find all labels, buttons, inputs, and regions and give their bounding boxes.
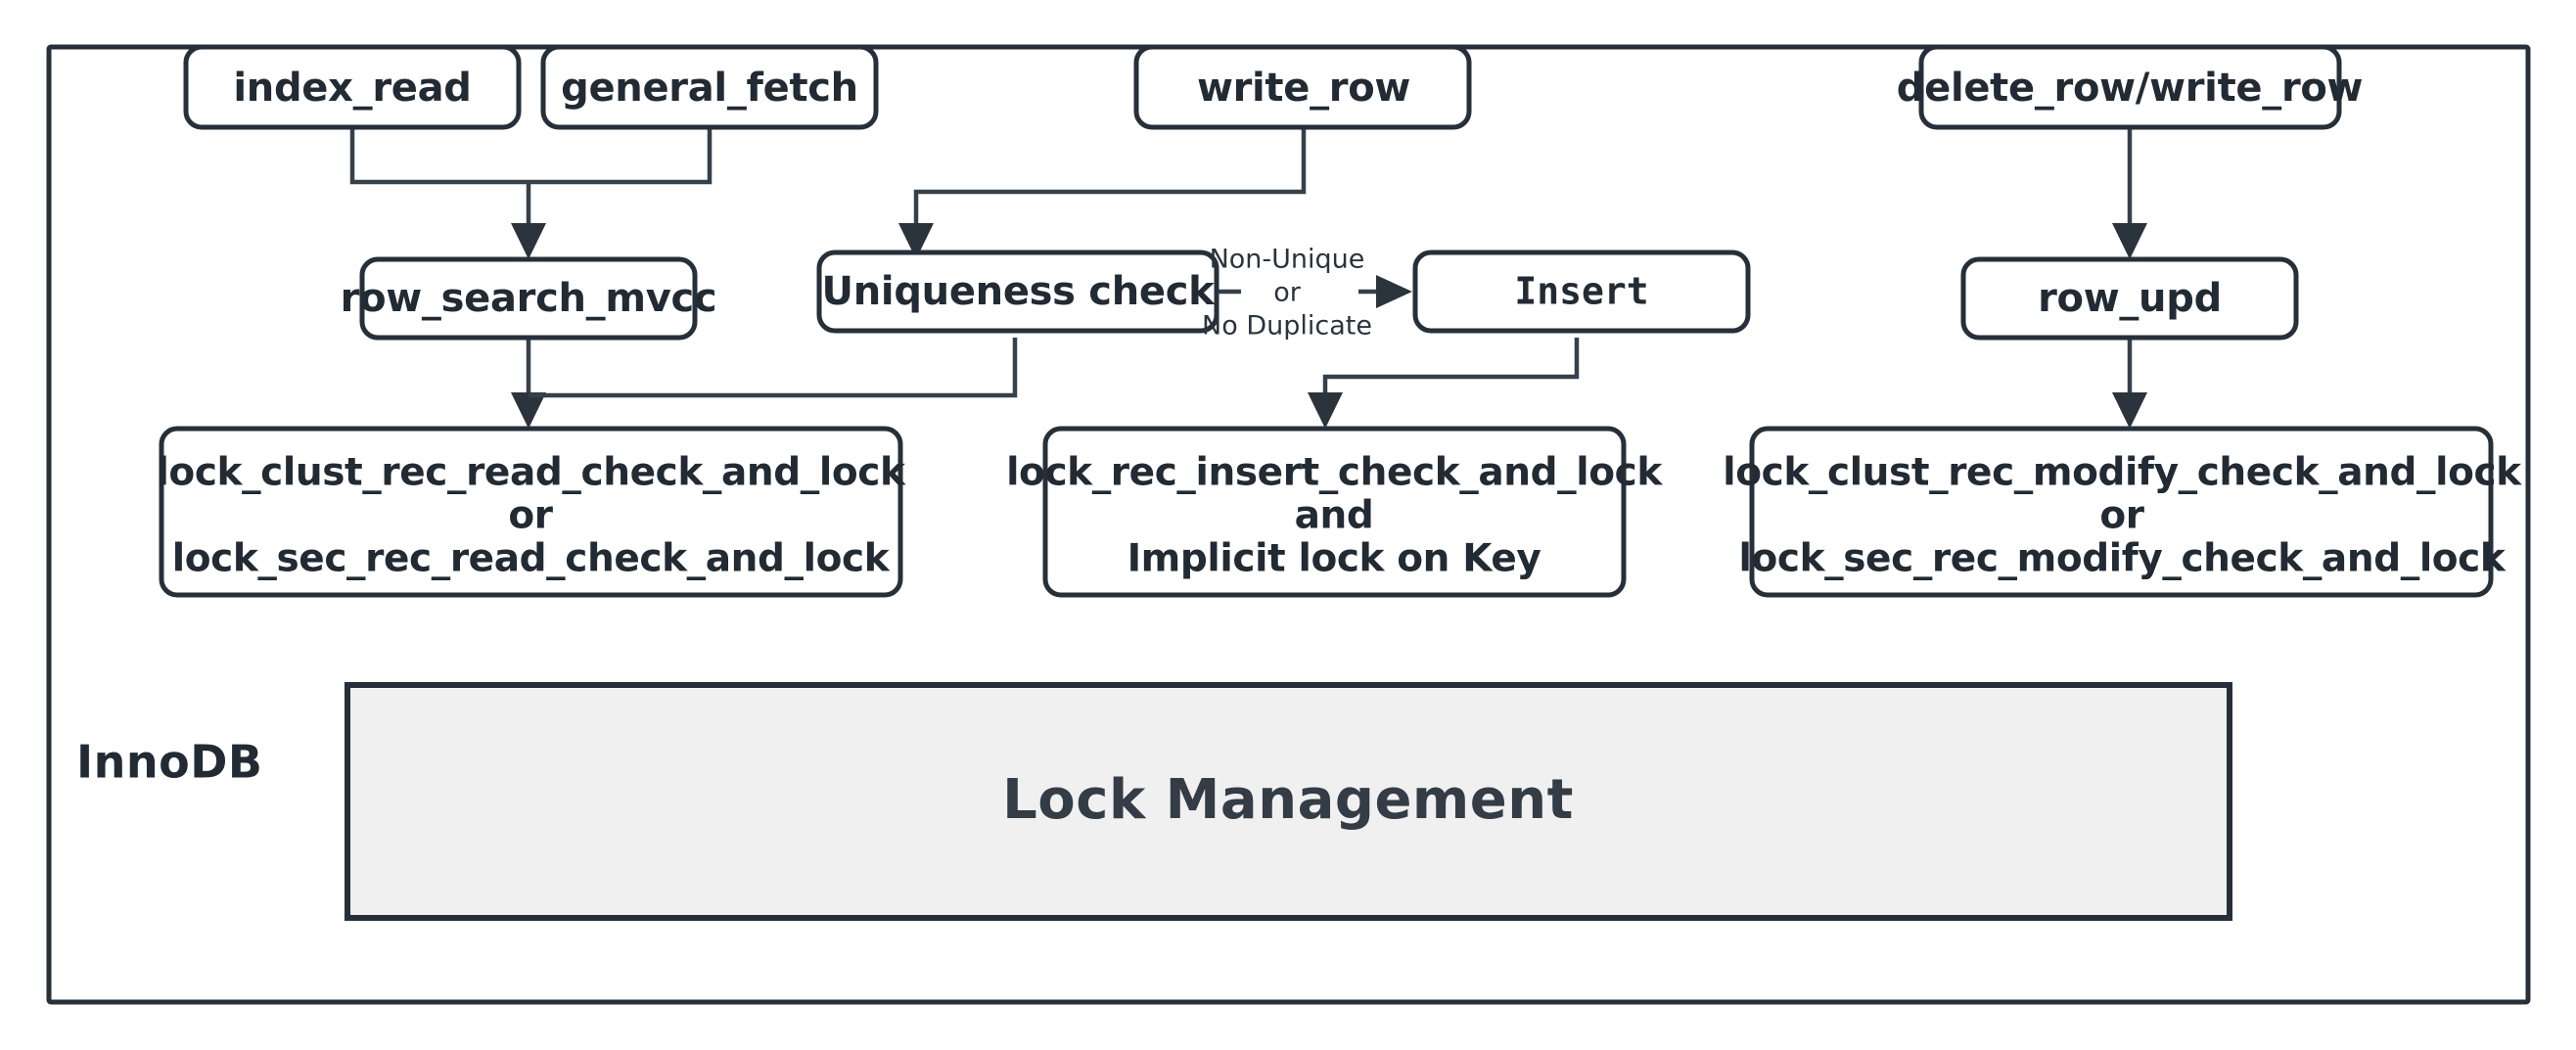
node-general-fetch[interactable]: general_fetch: [540, 44, 879, 130]
node-row-search-mvcc[interactable]: row_search_mvcc: [341, 256, 717, 341]
edge-label-line3: No Duplicate: [1202, 311, 1372, 342]
arrowhead-into-row-upd: [2112, 223, 2147, 259]
node-row-upd-label: row_upd: [2038, 276, 2222, 321]
node-lock-insert-line3: Implicit lock on Key: [1127, 537, 1541, 581]
node-lock-modify-line2: or: [2099, 494, 2144, 538]
node-lock-modify-line3: lock_sec_rec_modify_check_and_lock: [1739, 537, 2507, 581]
node-general-fetch-label: general_fetch: [561, 66, 858, 111]
node-row-upd[interactable]: row_upd: [1960, 256, 2299, 341]
edge-index-read-to-row-search: [349, 127, 529, 185]
node-uniqueness-check-label: Uniqueness check: [822, 269, 1217, 314]
node-lock-read-line3: lock_sec_rec_read_check_and_lock: [172, 537, 891, 581]
node-write-row[interactable]: write_row: [1133, 44, 1472, 130]
node-lock-read-line1: lock_clust_rec_read_check_and_lock: [156, 451, 906, 495]
edge-label-line2: or: [1273, 278, 1302, 308]
node-lock-read-check-and-lock[interactable]: lock_clust_rec_read_check_and_lock or lo…: [156, 426, 906, 598]
node-lock-modify-check-and-lock[interactable]: lock_clust_rec_modify_check_and_lock or …: [1723, 426, 2523, 598]
arrowhead-into-lock-modify: [2112, 392, 2147, 429]
arrowhead-into-insert: [1376, 275, 1412, 308]
node-delete-row-write-row-label: delete_row/write_row: [1897, 66, 2363, 111]
edge-uniqueness-to-lock-read: [529, 338, 1018, 398]
panel-lock-management[interactable]: Lock Management: [345, 682, 2232, 921]
node-uniqueness-check[interactable]: Uniqueness check: [816, 250, 1219, 334]
node-lock-modify-line1: lock_clust_rec_modify_check_and_lock: [1723, 451, 2522, 495]
node-lock-insert-check-and-lock[interactable]: lock_rec_insert_check_and_lock and Impli…: [1006, 426, 1664, 598]
edge-write-row-to-uniqueness: [913, 127, 1307, 245]
node-index-read[interactable]: index_read: [183, 44, 522, 130]
node-insert[interactable]: Insert: [1412, 250, 1751, 334]
node-index-read-label: index_read: [233, 66, 471, 111]
group-label-innodb: InnoDB: [76, 736, 262, 789]
edge-general-fetch-to-row-search: [529, 127, 713, 185]
node-insert-label: Insert: [1514, 270, 1648, 313]
arrowhead-into-lock-insert: [1308, 392, 1343, 429]
edge-label-non-unique-or-no-duplicate: Non-Unique or No Duplicate: [1202, 245, 1372, 342]
node-lock-insert-line2: and: [1295, 494, 1374, 538]
node-lock-read-line2: or: [508, 494, 553, 538]
node-lock-insert-line1: lock_rec_insert_check_and_lock: [1006, 451, 1663, 495]
node-delete-row-write-row[interactable]: delete_row/write_row: [1897, 44, 2364, 130]
arrowhead-into-row-search: [511, 223, 546, 259]
arrowhead-into-lock-read: [511, 392, 546, 429]
node-write-row-label: write_row: [1197, 66, 1410, 111]
arrowhead-into-uniqueness: [898, 223, 934, 259]
edge-label-line1: Non-Unique: [1210, 245, 1365, 275]
panel-lock-management-label: Lock Management: [1002, 768, 1574, 832]
edge-insert-to-lock-insert: [1322, 338, 1580, 416]
node-row-search-mvcc-label: row_search_mvcc: [341, 276, 717, 321]
